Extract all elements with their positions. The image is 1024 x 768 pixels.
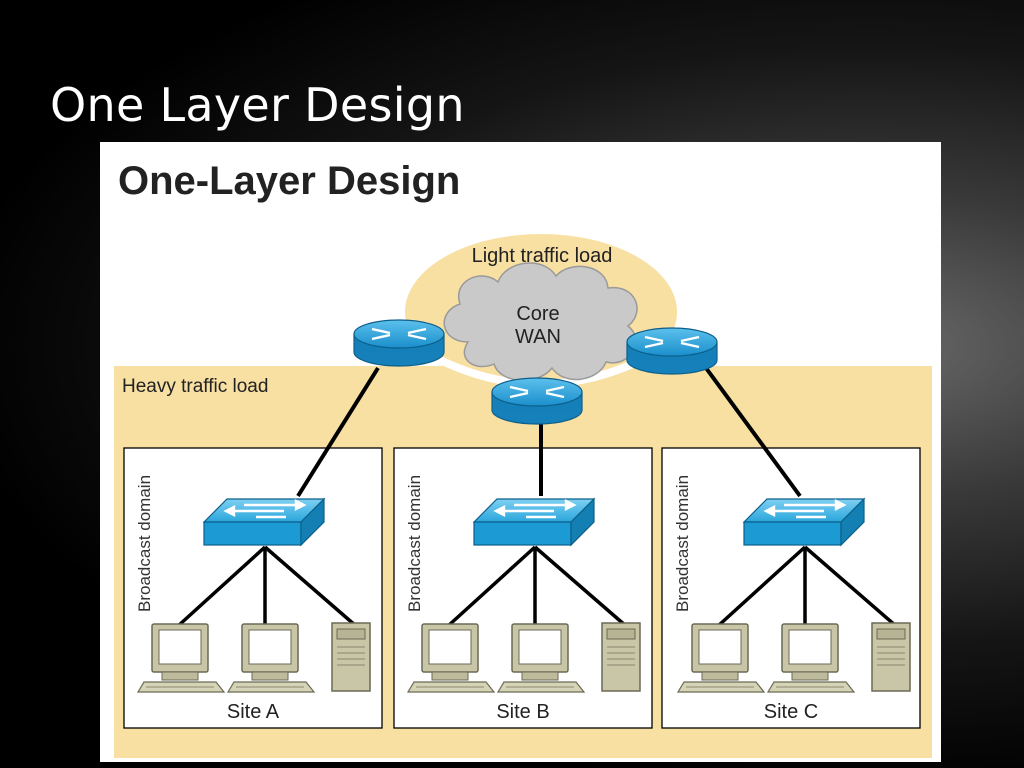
router-icon [490,376,584,426]
diagram-title: One-Layer Design [118,159,460,203]
switch-icon [742,497,866,547]
router-icon [625,326,719,376]
server-icon [331,622,371,692]
server-icon [871,622,911,692]
site-c-label: Site C [764,701,818,723]
heavy-traffic-label: Heavy traffic load [122,376,268,397]
core-cloud-label-line1: Core [516,303,559,325]
lan-links [176,545,898,628]
site-a-domain-label: Broadcast domain [135,475,154,612]
diagram-figure: One-Layer Design Light traffic load Heav… [100,142,941,762]
site-b-domain-label: Broadcast domain [405,475,424,612]
site-c-domain-label: Broadcast domain [673,475,692,612]
switch-icon [472,497,596,547]
light-traffic-label: Light traffic load [472,245,613,267]
core-cloud-label-line2: WAN [515,326,561,348]
router-icon [352,318,446,368]
server-icon [601,622,641,692]
site-a-label: Site A [227,701,280,723]
site-b-label: Site B [496,701,549,723]
wan-links [296,366,802,498]
switch-icon [202,497,326,547]
slide-title: One Layer Design [50,78,465,132]
